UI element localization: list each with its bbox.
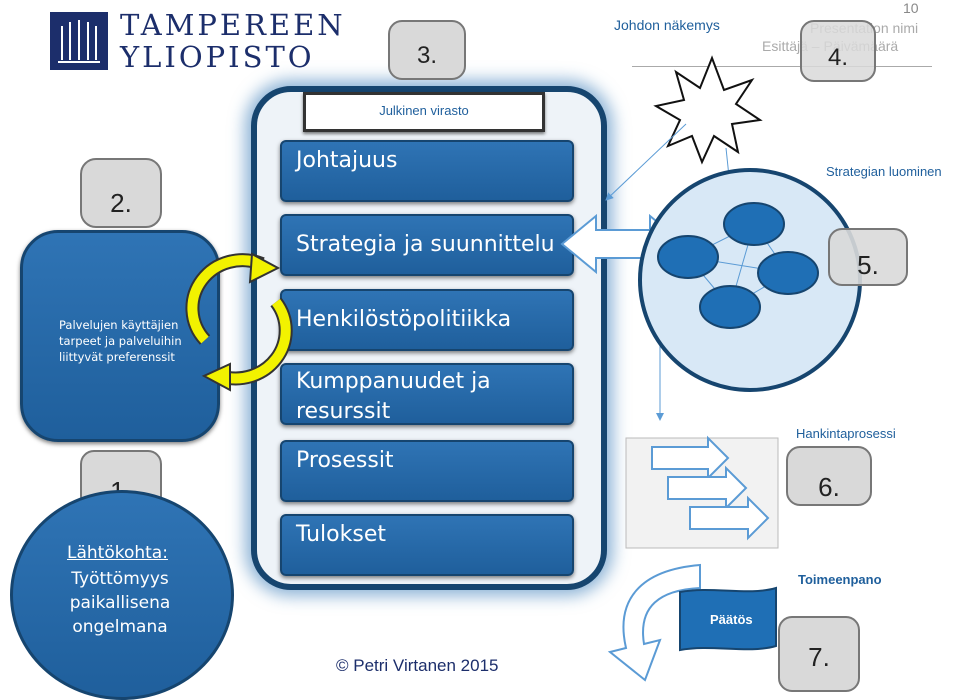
- step-3-box: 3.: [388, 20, 466, 80]
- strategy-label: Strategian luominen: [826, 164, 942, 179]
- box-strategia: Strategia ja suunnittelu: [280, 214, 574, 276]
- box-tulokset-label: Tulokset: [296, 522, 386, 547]
- decision-banner: [679, 586, 777, 652]
- step-5-box: 5.: [828, 228, 908, 286]
- university-logo: TAMPEREEN YLIOPISTO: [48, 8, 358, 74]
- decision-label: Päätös: [710, 612, 753, 627]
- slide-number: 10: [903, 0, 919, 16]
- step-4-box: 4.: [800, 20, 876, 82]
- step-6-box: 6.: [786, 446, 872, 506]
- network-node: [757, 251, 819, 295]
- logo-line-2: YLIOPISTO: [120, 40, 315, 74]
- box-tulokset: Tulokset: [280, 514, 574, 576]
- explosion-burst-icon: [653, 55, 763, 165]
- starting-point-circle: Lähtökohta: Työttömyys paikallisena onge…: [10, 490, 234, 700]
- procurement-label: Hankintaprosessi: [796, 426, 896, 441]
- curved-arrow-icon: [607, 563, 701, 682]
- implementation-label: Toimeenpano: [798, 572, 882, 587]
- box-henkilostopolitiikka-label: Henkilöstöpolitiikka: [296, 307, 512, 332]
- step-2-box: 2.: [80, 158, 162, 228]
- box-johtajuus: Johtajuus: [280, 140, 574, 202]
- step-2-number: 2.: [110, 188, 132, 218]
- process-arrows-icon: [651, 435, 770, 541]
- step-7-box: 7.: [778, 616, 860, 692]
- public-agency-banner: Julkinen virasto: [303, 92, 545, 132]
- box-prosessit: Prosessit: [280, 440, 574, 502]
- step-5-number: 5.: [857, 250, 879, 280]
- starting-point-label: Lähtökohta:: [67, 543, 168, 563]
- user-needs-text: Palvelujen käyttäjien tarpeet ja palvelu…: [59, 318, 182, 364]
- network-node: [699, 285, 761, 329]
- user-needs-panel: Palvelujen käyttäjien tarpeet ja palvelu…: [20, 230, 220, 442]
- step-3-number: 3.: [416, 42, 437, 69]
- box-kumppanuudet-label: Kumppanuudet ja resurssit: [296, 369, 491, 424]
- connector-line: [605, 123, 687, 201]
- box-henkilostopolitiikka: Henkilöstöpolitiikka: [280, 289, 574, 351]
- copyright-footer: © Petri Virtanen 2015: [336, 656, 499, 675]
- logo-line-1: TAMPEREEN: [120, 8, 346, 42]
- network-node: [723, 202, 785, 246]
- box-johtajuus-label: Johtajuus: [296, 148, 398, 173]
- step-4-number: 4.: [827, 44, 848, 71]
- header-rule: [632, 66, 932, 67]
- network-node: [657, 235, 719, 279]
- box-prosessit-label: Prosessit: [296, 448, 394, 473]
- box-strategia-label: Strategia ja suunnittelu: [296, 232, 555, 257]
- public-agency-label: Julkinen virasto: [379, 103, 469, 118]
- leader-view-label: Johdon näkemys: [614, 17, 720, 33]
- box-kumppanuudet: Kumppanuudet ja resurssit: [280, 363, 574, 425]
- starting-point-text: Työttömyys paikallisena ongelmana: [69, 569, 171, 637]
- step-7-number: 7.: [808, 642, 830, 672]
- step-6-number: 6.: [818, 472, 840, 502]
- cycle-arrows-icon: [185, 252, 293, 392]
- logo-emblem-icon: [50, 12, 108, 70]
